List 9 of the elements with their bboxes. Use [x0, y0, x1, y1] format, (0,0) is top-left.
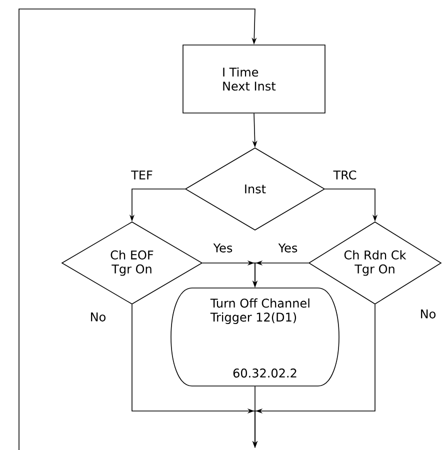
edge-label: No [88, 312, 108, 322]
edge-label: TEF [130, 170, 154, 180]
edge-label: TRC [332, 169, 358, 181]
edge-label: Yes [212, 242, 234, 254]
terminal-box: Turn Off Channel Trigger 12(D1) 60.32.02.2 [170, 288, 340, 386]
process-box: I Time Next Inst [182, 44, 326, 114]
edge-label: No [418, 308, 438, 320]
arrow [18, 8, 257, 450]
edge-label: Yes [277, 242, 299, 254]
